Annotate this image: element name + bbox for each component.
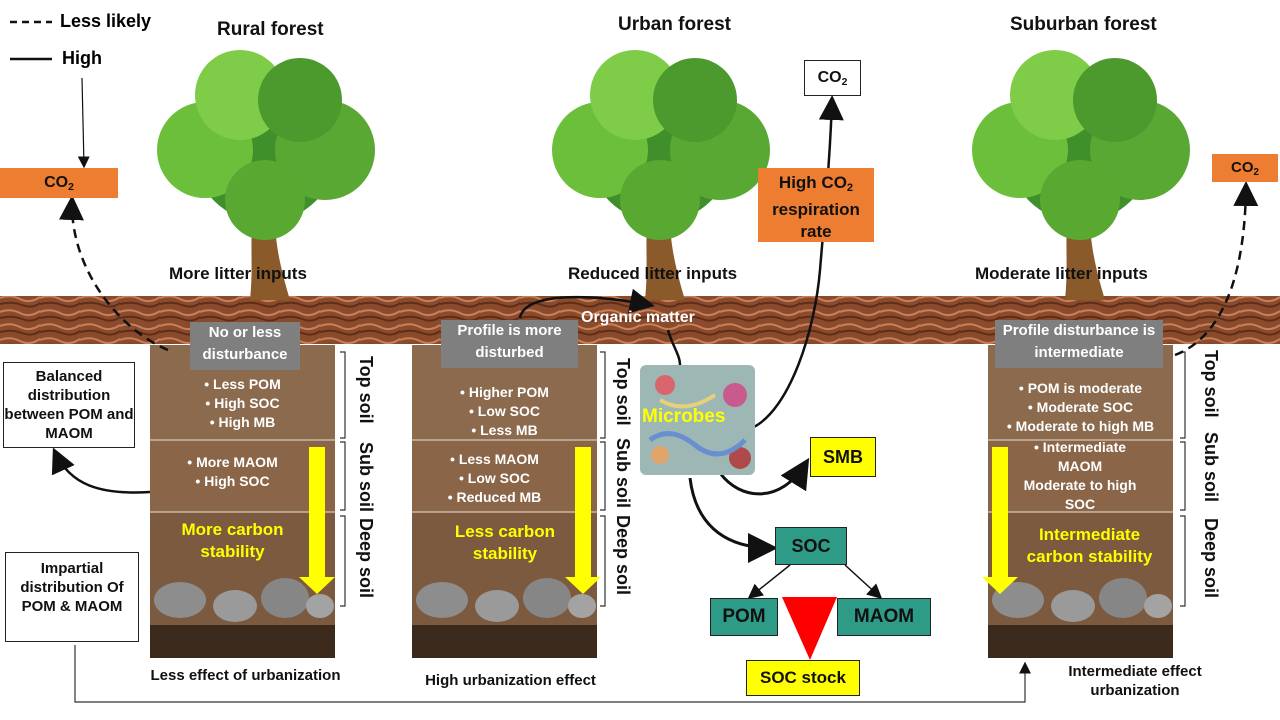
urban-disturbance-box: Profile is more disturbed [441,320,578,368]
pom-box: POM [710,598,778,636]
suburban-disturbance-box: Profile disturbance is intermediate [995,320,1163,368]
rural-to-balanced-arrow [51,447,151,494]
smb-box: SMB [810,437,876,477]
rural-topsoil-label: Top soil [356,356,376,424]
organic-matter-label: Organic matter [581,309,695,326]
rural-co2-box: CO2 [0,168,118,198]
rural-stability-label: More carbon stability [181,520,284,561]
maom-box: MAOM [837,598,931,636]
suburban-deepsoil-label: Deep soil [1201,518,1221,599]
microbes-illustration [640,365,755,475]
urban-layer-brackets [600,351,606,607]
suburban-topsoil-label: Top soil [1201,350,1221,418]
suburban-subsoil-label: Sub soil [1201,432,1221,503]
impartial-distribution-box: Impartial distribution Of POM & MAOM [5,552,139,642]
urban-forest-title: Urban forest [618,14,731,35]
respiration-box: High CO2 respiration rate [758,168,874,242]
urban-topsoil-label: Top soil [613,358,633,426]
rural-litter-label: More litter inputs [169,264,307,283]
balanced-distribution-box: Balanced distribution between POM and MA… [3,362,135,448]
rural-co2-arrow [58,195,169,352]
urban-stability-label: Less carbon stability [454,522,556,563]
rural-layer-brackets [340,351,346,607]
rural-topsoil-bullets: • Less POM • High SOC • High MB [204,376,281,430]
urban-tree-illustration [552,50,770,300]
legend-pointer [77,77,90,169]
suburban-soil-profile [988,345,1173,658]
soc-to-maom-arrow [844,564,883,600]
rural-deepsoil-label: Deep soil [356,518,376,599]
rural-caption: Less effect of urbanization [150,667,341,684]
suburban-topsoil-bullets: • POM is moderate • Moderate SOC • Moder… [1006,380,1155,434]
urban-caption: High urbanization effect [425,672,596,689]
rural-tree-illustration [157,50,375,300]
urban-co2-box: CO2 [804,60,861,96]
suburban-co2-box: CO2 [1212,154,1278,182]
rural-forest-title: Rural forest [217,19,324,40]
legend-dashed-label: Less likely [60,11,152,31]
rural-yellow-arrow [299,447,335,594]
rural-soil-profile [150,345,335,658]
suburban-litter-label: Moderate litter inputs [975,264,1148,283]
soc-box: SOC [775,527,847,565]
microbes-to-soc-arrow [688,477,778,563]
soc-to-pom-arrow [747,564,791,599]
suburban-subsoil-bullets: • Intermediate MAOM Moderate to high SOC [1023,439,1137,512]
urban-deepsoil-label: Deep soil [613,515,633,596]
rural-subsoil-label: Sub soil [356,442,376,513]
suburban-forest-title: Suburban forest [1010,14,1157,35]
microbes-to-co2-arrow [751,95,844,430]
bottom-connector-line [74,645,1031,703]
legend-solid-label: High [62,48,102,68]
rural-subsoil-bullets: • More MAOM • High SOC [187,454,278,489]
urban-litter-label: Reduced litter inputs [568,264,738,283]
microbes-label: Microbes [642,406,726,427]
suburban-yellow-arrow [982,447,1018,594]
suburban-co2-arrow [1174,181,1259,357]
soc-stock-box: SOC stock [746,660,860,696]
suburban-tree-illustration [972,50,1190,300]
microbes-to-smb-arrow [718,457,810,496]
urban-yellow-arrow [565,447,601,594]
organic-to-microbes-line [666,329,682,366]
urban-subsoil-label: Sub soil [613,438,633,509]
urban-topsoil-bullets: • Higher POM • Low SOC • Less MB [460,384,549,438]
suburban-layer-brackets [1180,351,1186,607]
suburban-caption: Intermediate effect urbanization [1068,663,1202,699]
urban-subsoil-bullets: • Less MAOM • Low SOC • Reduced MB [447,451,542,505]
suburban-stability-label: Intermediate carbon stability [1026,525,1153,566]
organic-matter-arrow [518,288,655,319]
soc-stock-triangle [782,597,837,660]
rural-disturbance-box: No or less disturbance [190,322,300,370]
